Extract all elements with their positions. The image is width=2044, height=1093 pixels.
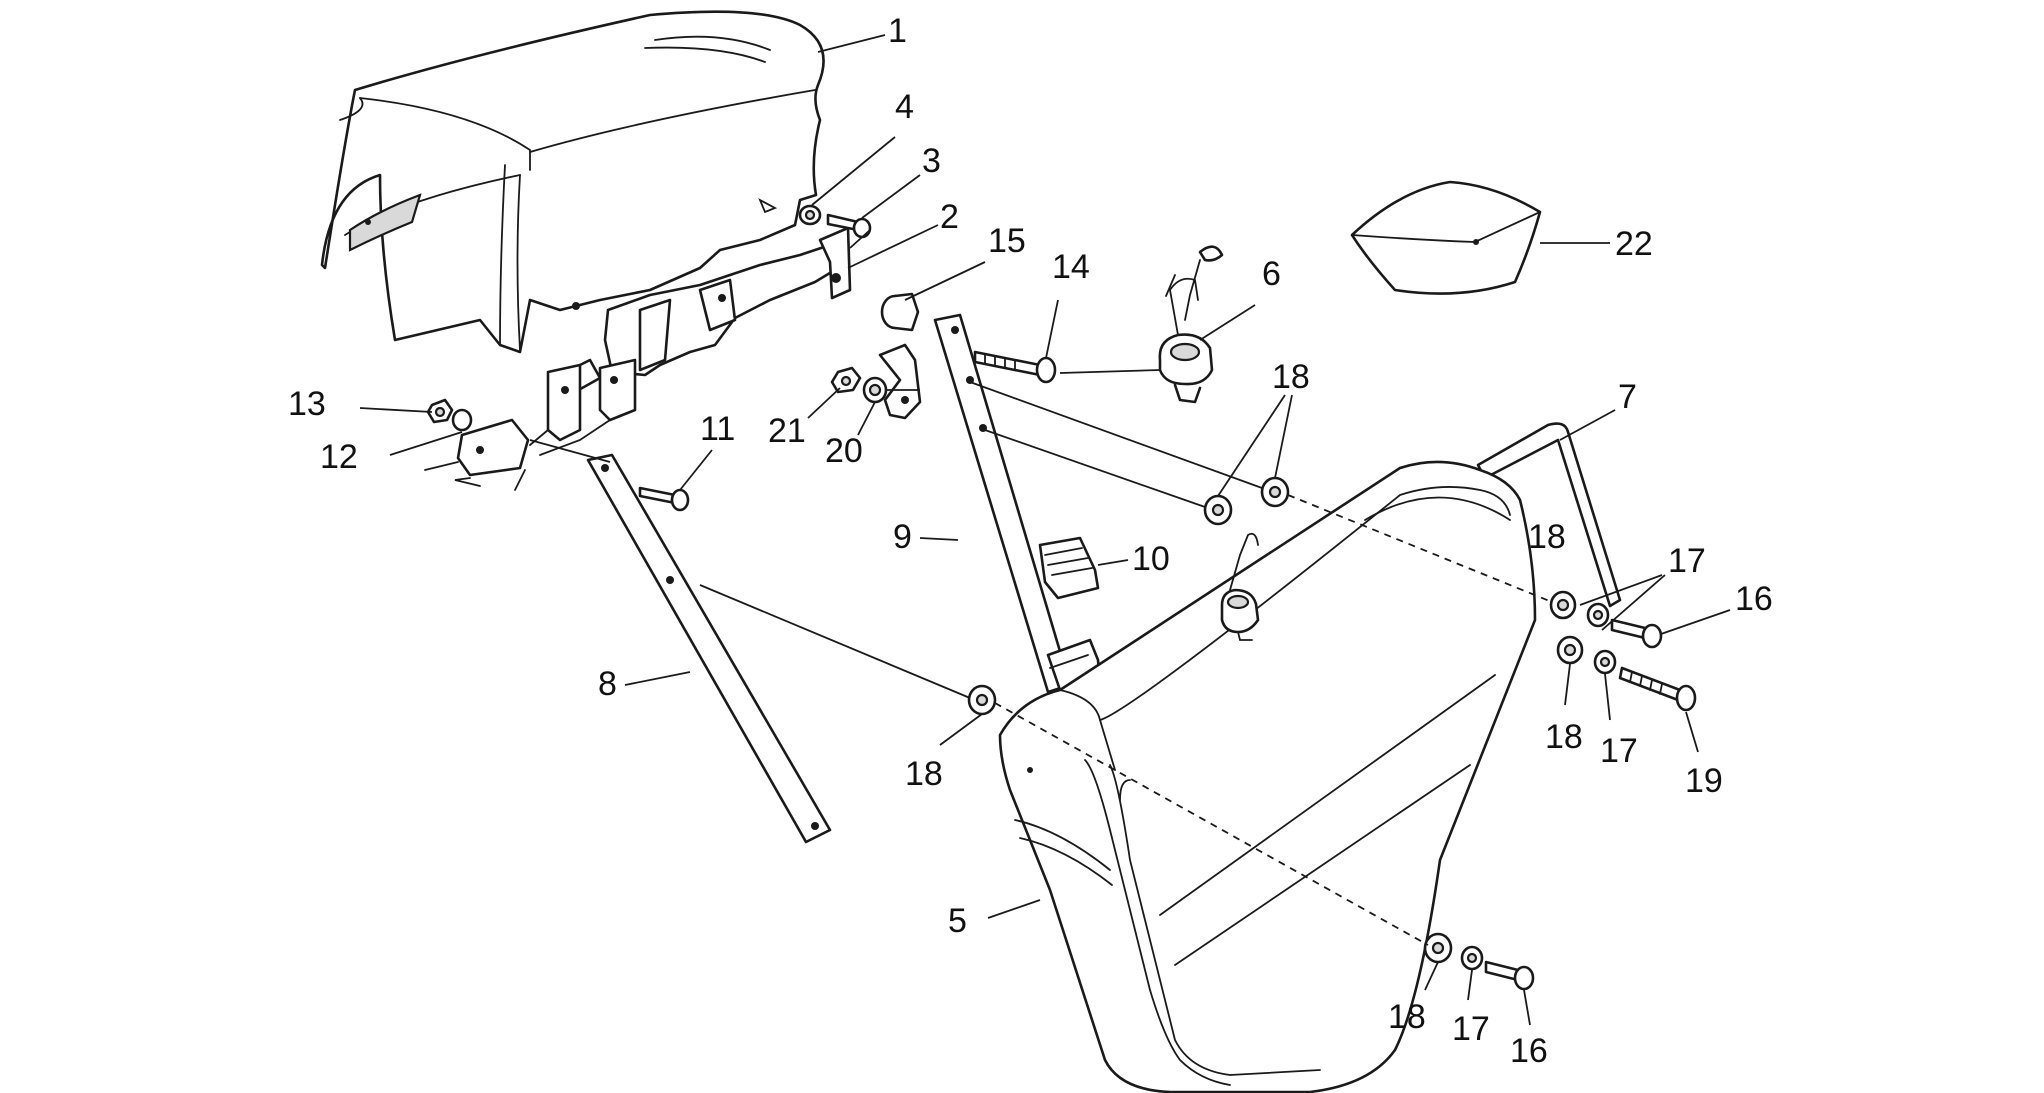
callout-19: 19	[1685, 762, 1723, 800]
callout-22: 22	[1615, 225, 1653, 263]
callout-6: 6	[1262, 255, 1281, 293]
callout-18-right-top: 18	[1528, 518, 1566, 556]
part-11-bolt	[638, 486, 690, 512]
callout-labels: 1 2 3 4 5 6 7 8 9 10 11 12 13 14 15 16 1…	[288, 12, 1773, 1070]
part-13-nut	[426, 398, 454, 424]
part-17-washer-bottom	[1460, 945, 1484, 971]
callout-4: 4	[895, 88, 914, 126]
callout-10: 10	[1132, 540, 1170, 578]
part-17-washer-right-mid	[1593, 649, 1617, 675]
part-18-washer-upper-left	[1203, 494, 1233, 526]
part-18-washer-right-mid	[1556, 635, 1584, 665]
callout-21: 21	[768, 412, 806, 450]
part-22-pouch	[1350, 180, 1542, 295]
callout-18-upper: 18	[1272, 358, 1310, 396]
part-16-bolt-right-top	[1610, 618, 1663, 649]
callout-16-bottom: 16	[1510, 1032, 1548, 1070]
callout-3: 3	[922, 142, 941, 180]
callout-8: 8	[598, 665, 617, 703]
callout-16-right: 16	[1735, 580, 1773, 618]
part-6-lock-cylinder	[1158, 245, 1224, 404]
callout-20: 20	[825, 432, 863, 470]
callout-17-right-mid: 17	[1600, 732, 1638, 770]
case-lock	[1220, 532, 1260, 641]
callout-12: 12	[320, 438, 358, 476]
part-1-rear-cover	[320, 10, 825, 354]
callout-17-right-top: 17	[1668, 542, 1706, 580]
callout-7: 7	[1618, 378, 1637, 416]
callout-18-left: 18	[905, 755, 943, 793]
part-12-plate	[424, 408, 530, 491]
bracket-clip	[878, 343, 922, 420]
callout-2: 2	[940, 198, 959, 236]
callout-11: 11	[700, 410, 735, 448]
part-4-washer	[798, 204, 822, 226]
callout-18-right-mid: 18	[1545, 718, 1583, 756]
callout-13: 13	[288, 385, 326, 423]
part-2-mounting-bracket	[529, 226, 852, 456]
part-18-washer-bottom	[1423, 932, 1453, 964]
callout-1: 1	[888, 12, 907, 50]
part-18-washer-right-top	[1549, 590, 1577, 620]
callout-14: 14	[1052, 248, 1090, 286]
part-7-stay-rod	[1476, 422, 1622, 608]
callout-5: 5	[948, 902, 967, 940]
part-15-spacer-bush	[880, 292, 920, 332]
part-17-washer-right-top	[1586, 602, 1610, 628]
assembly-lines	[529, 229, 1553, 946]
part-19-long-bolt	[1618, 666, 1697, 712]
callout-9: 9	[893, 518, 912, 556]
part-18-washer-left	[967, 684, 997, 716]
part-14-long-bolt	[973, 350, 1057, 384]
part-20-washer	[862, 376, 888, 404]
callout-15: 15	[988, 222, 1026, 260]
part-5-side-case	[998, 460, 1537, 1093]
part-10-rubber-pad	[1038, 536, 1100, 600]
callout-17-bottom: 17	[1452, 1010, 1490, 1048]
callout-leaders	[359, 34, 1731, 1026]
part-16-bolt-bottom	[1484, 960, 1535, 991]
part-21-nut	[830, 366, 862, 394]
part-18-washer-upper-right	[1260, 476, 1290, 508]
part-8-strut	[586, 453, 832, 844]
callout-18-bottom: 18	[1388, 998, 1426, 1036]
